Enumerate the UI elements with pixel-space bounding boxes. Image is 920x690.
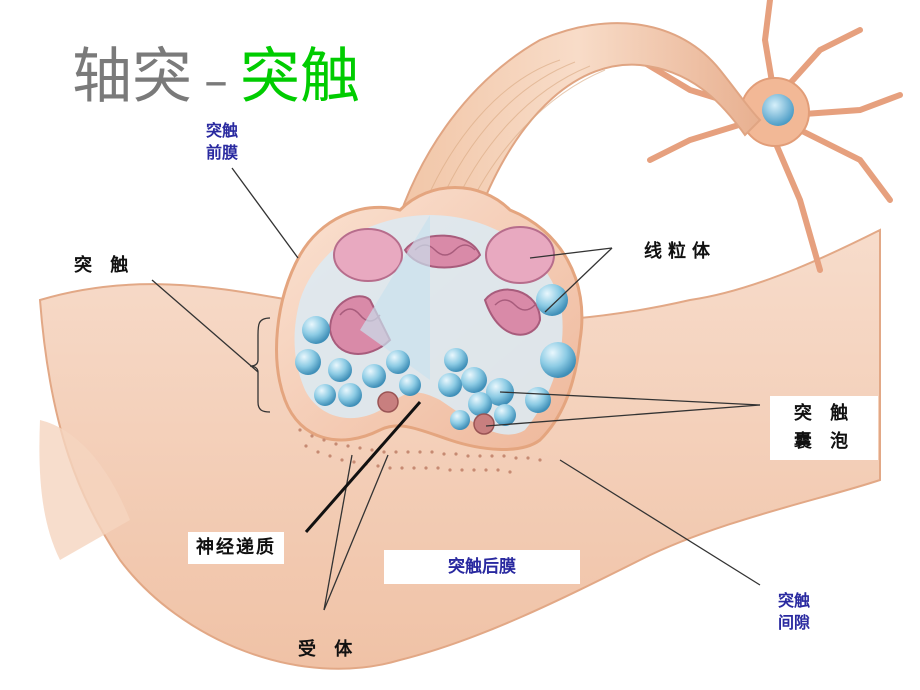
label-cleft-line1: 突触 [778, 591, 811, 610]
label-cleft-line2: 间隙 [778, 613, 811, 632]
axon [393, 22, 762, 232]
label-synaptic-vesicle: 突 触 囊 泡 [770, 396, 878, 460]
synaptic-vesicles [295, 284, 576, 430]
neuron-nucleus [762, 94, 794, 126]
page-title: 轴突–突触 [72, 42, 360, 116]
label-vesicle-line2: 囊 泡 [793, 431, 855, 452]
label-presynaptic-membrane: 突触 前膜 [206, 120, 238, 164]
label-synaptic-cleft: 突触 间隙 [778, 590, 810, 634]
label-neurotransmitter: 神经递质 [188, 532, 284, 564]
dendrite-branch [39, 420, 130, 560]
title-axon: 轴突 [72, 42, 192, 112]
vesicle-release-sites [377, 391, 495, 435]
label-postsynaptic-membrane: 突触后膜 [384, 550, 580, 584]
label-presynaptic-line2: 前膜 [206, 143, 239, 162]
cutaway-section [360, 215, 430, 380]
label-vesicle-line1: 突 触 [793, 403, 855, 424]
neurotransmitter-pointer [304, 401, 422, 533]
title-synapse: 突触 [240, 42, 360, 112]
pointer-lines [151, 167, 761, 611]
label-synapse: 突 触 [74, 255, 135, 276]
label-receptor: 受 体 [298, 639, 359, 660]
label-presynaptic-line1: 突触 [206, 121, 239, 140]
title-dash: – [204, 53, 228, 109]
label-mitochondria: 线粒体 [644, 241, 716, 262]
